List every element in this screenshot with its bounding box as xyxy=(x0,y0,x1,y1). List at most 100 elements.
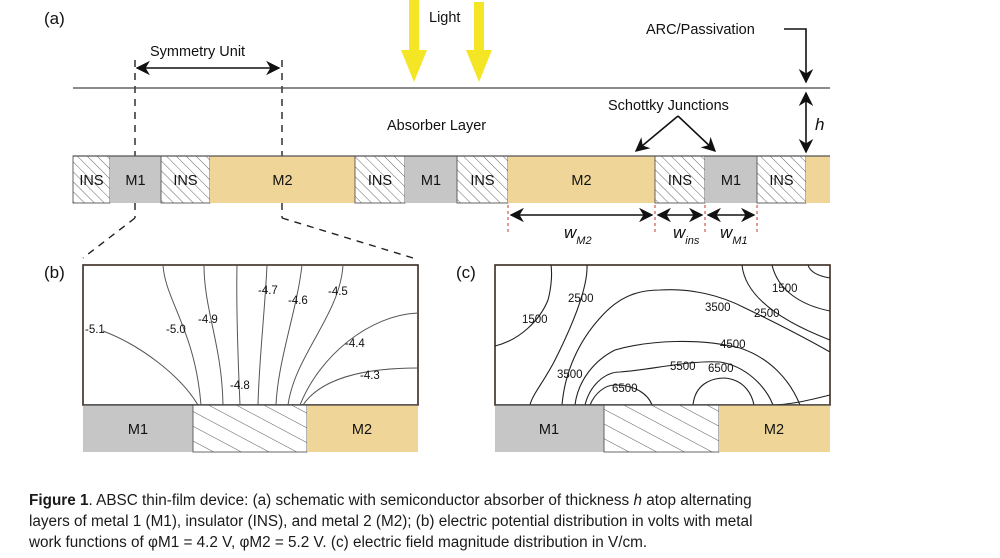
contour-line xyxy=(302,367,419,406)
contour-line xyxy=(584,361,774,406)
layer-m1-segment xyxy=(705,156,757,203)
layer-ins-segment xyxy=(160,155,211,204)
layer-ins-label: INS xyxy=(173,173,197,189)
width-m2-label: wM2 xyxy=(564,223,592,247)
layer-ins-label: INS xyxy=(769,173,793,189)
contour-line xyxy=(299,312,419,406)
width-dimensions: wM2 wins wM1 xyxy=(507,205,758,247)
m2-block xyxy=(307,405,418,452)
schottky-arrow-right xyxy=(677,115,717,152)
contour-label: -4.6 xyxy=(288,295,308,307)
contour-label: -5.1 xyxy=(85,324,105,336)
figure-caption: Figure 1. ABSC thin-film device: (a) sch… xyxy=(29,490,979,553)
potential-contour-labels: -5.1 -5.0 -4.9 -4.8 -4.7 -4.6 -4.5 -4.4 … xyxy=(85,285,380,392)
contour-line xyxy=(287,264,344,406)
contour-label: 6500 xyxy=(612,383,638,395)
contour-label: 6500 xyxy=(708,363,734,375)
thickness-label: h xyxy=(815,115,824,134)
panel-b-label: (b) xyxy=(44,263,65,282)
absorber-layer-label: Absorber Layer xyxy=(387,118,486,134)
schottky-junctions-label: Schottky Junctions xyxy=(608,98,729,114)
arc-passivation-label: ARC/Passivation xyxy=(646,22,755,38)
layer-m2-segment xyxy=(210,156,355,203)
insulator-block xyxy=(603,404,720,453)
light-arrow-1-shaft xyxy=(409,0,419,52)
light-label: Light xyxy=(429,10,460,26)
arc-pointer-arrow xyxy=(784,28,814,84)
layer-m1-label: M1 xyxy=(721,173,741,189)
insulator-block xyxy=(192,404,308,453)
contour-line xyxy=(529,264,588,406)
caption-line-1: Figure 1. ABSC thin-film device: (a) sch… xyxy=(29,490,979,511)
layer-m1-segment xyxy=(405,156,457,203)
contour-line xyxy=(807,264,831,279)
layer-m1-label: M1 xyxy=(421,173,441,189)
m1-block xyxy=(495,405,604,452)
contour-label: -4.5 xyxy=(328,286,348,298)
schottky-arrow-left xyxy=(634,115,679,152)
contour-line xyxy=(741,264,831,341)
contour-line xyxy=(692,377,755,406)
caption-italic-h: h xyxy=(633,492,642,509)
potential-plot-frame xyxy=(82,264,419,406)
contour-label: 1500 xyxy=(772,283,798,295)
layer-m2-segment xyxy=(806,156,830,203)
contour-label: 4500 xyxy=(720,339,746,351)
contour-label: -4.4 xyxy=(345,338,365,350)
contour-label: -4.9 xyxy=(198,314,218,326)
panel-c-label: (c) xyxy=(456,263,476,282)
light-arrows xyxy=(401,0,492,82)
panel-a-label: (a) xyxy=(44,9,65,28)
panel-a: (a) Light Symmetry Unit ARC/Passivation … xyxy=(44,0,830,259)
m2-block-label: M2 xyxy=(764,422,784,438)
m1-block xyxy=(83,405,193,452)
potential-contours xyxy=(102,264,419,406)
caption-line-2: layers of metal 1 (M1), insulator (INS),… xyxy=(29,513,753,530)
contour-line xyxy=(203,264,224,406)
m1-block-label: M1 xyxy=(539,422,559,438)
width-m1-label: wM1 xyxy=(720,223,748,247)
layer-m2-segment xyxy=(508,156,655,203)
light-arrow-1-head-icon xyxy=(401,50,427,82)
contour-label: 2500 xyxy=(754,308,780,320)
contour-label: 3500 xyxy=(705,302,731,314)
light-arrow-2-shaft xyxy=(474,2,484,52)
panel-c: (c) 1500 2500 3500 4500 5500 6500 1500 2… xyxy=(456,263,831,453)
panel-b: (b) -5.1 -5.0 -4.9 -4.8 -4.7 -4.6 -4.5 -… xyxy=(44,263,419,453)
contour-label: 3500 xyxy=(557,369,583,381)
m2-block-label: M2 xyxy=(352,422,372,438)
contour-line xyxy=(257,264,268,406)
layer-ins-label: INS xyxy=(79,173,103,189)
layer-ins-label: INS xyxy=(368,173,392,189)
layer-ins-segment xyxy=(756,155,807,204)
contour-line xyxy=(574,340,801,406)
m1-block-label: M1 xyxy=(128,422,148,438)
caption-line-3: work functions of φM1 = 4.2 V, φM2 = 5.2… xyxy=(29,534,648,551)
contour-line xyxy=(771,264,831,312)
caption-text: atop alternating xyxy=(641,492,752,509)
contour-label: -5.0 xyxy=(166,324,186,336)
symmetry-unit-label: Symmetry Unit xyxy=(150,44,245,60)
m2-block xyxy=(719,405,830,452)
layer-m2-label: M2 xyxy=(272,173,292,189)
contour-line xyxy=(102,330,199,406)
contour-label: -4.7 xyxy=(258,285,278,297)
field-contour-labels: 1500 2500 3500 4500 5500 6500 1500 2500 … xyxy=(522,283,798,395)
zoom-guide-left xyxy=(82,217,136,259)
contour-line xyxy=(494,264,553,347)
contour-line xyxy=(589,384,653,406)
caption-text: . ABSC thin-film device: (a) schematic w… xyxy=(88,492,634,509)
figure-number: Figure 1 xyxy=(29,492,89,509)
contour-line xyxy=(275,264,303,406)
layer-ins-label: INS xyxy=(470,173,494,189)
field-contours xyxy=(494,264,831,406)
contour-label: 5500 xyxy=(670,361,696,373)
contour-label: -4.3 xyxy=(360,370,380,382)
contour-label: 2500 xyxy=(568,293,594,305)
layer-m2-label: M2 xyxy=(571,173,591,189)
layer-ins-label: INS xyxy=(668,173,692,189)
contour-line xyxy=(162,264,202,406)
contour-label: 1500 xyxy=(522,314,548,326)
